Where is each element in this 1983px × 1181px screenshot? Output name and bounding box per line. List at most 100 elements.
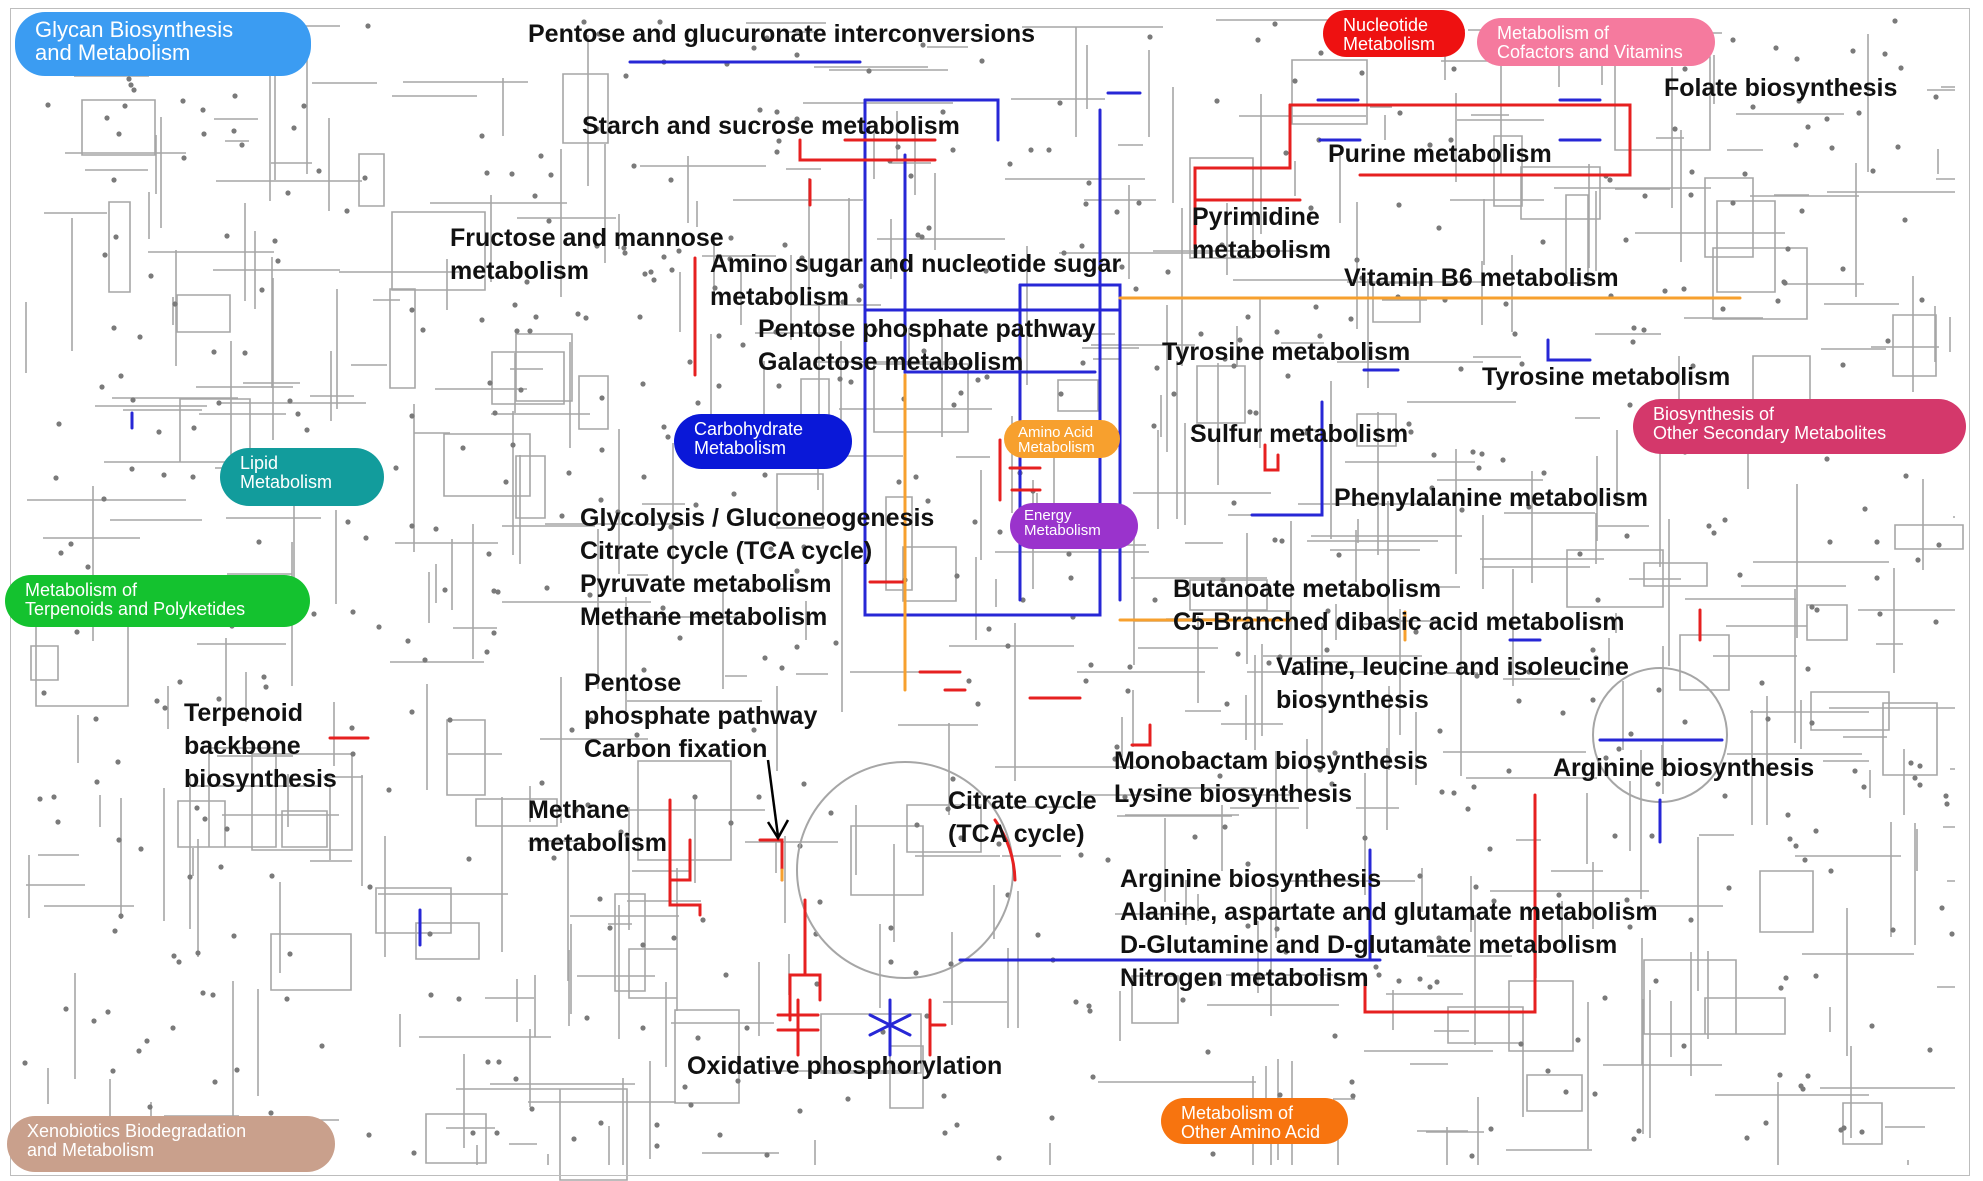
- compound-node: [623, 73, 629, 79]
- compound-node: [1171, 391, 1177, 397]
- compound-node: [487, 380, 493, 386]
- compound-node: [1616, 746, 1622, 752]
- compound-node: [1773, 45, 1779, 51]
- compound-node: [176, 959, 182, 965]
- compound-node: [624, 832, 630, 838]
- compound-node: [1488, 1126, 1494, 1132]
- compound-node: [1628, 731, 1634, 737]
- compound-node: [921, 348, 927, 354]
- compound-node: [1154, 365, 1160, 371]
- compound-node: [224, 233, 230, 239]
- compound-node: [1151, 423, 1157, 429]
- compound-node: [1049, 1115, 1055, 1121]
- compound-node: [1824, 116, 1830, 122]
- compound-node: [958, 835, 964, 841]
- compound-node: [1068, 575, 1074, 581]
- compound-node: [1035, 932, 1041, 938]
- compound-node: [1595, 597, 1601, 603]
- compound-node: [367, 884, 373, 890]
- compound-node: [1793, 142, 1799, 148]
- compound-node: [539, 780, 545, 786]
- compound-node: [1759, 680, 1765, 686]
- compound-node: [979, 58, 985, 64]
- compound-node: [1437, 728, 1443, 734]
- compound-node: [1359, 275, 1365, 281]
- compound-node: [1434, 979, 1440, 985]
- compound-node: [654, 1122, 660, 1128]
- compound-node: [1805, 666, 1811, 672]
- compound-node: [637, 314, 643, 320]
- compound-node: [1653, 978, 1659, 984]
- compound-node: [919, 234, 925, 240]
- compound-node: [1861, 784, 1867, 790]
- compound-node: [492, 410, 498, 416]
- compound-node: [1796, 98, 1802, 104]
- compound-node: [1624, 533, 1630, 539]
- compound-node: [692, 794, 698, 800]
- compound-node: [975, 701, 981, 707]
- compound-node: [657, 19, 663, 25]
- compound-node: [466, 856, 472, 862]
- compound-node: [510, 442, 516, 448]
- compound-node: [764, 1152, 770, 1158]
- compound-node: [888, 959, 894, 965]
- compound-node: [1682, 719, 1688, 725]
- compound-node: [427, 931, 433, 937]
- compound-node: [925, 498, 931, 504]
- compound-node: [1874, 539, 1880, 545]
- compound-node: [285, 190, 291, 196]
- compound-node: [1775, 298, 1781, 304]
- compound-node: [1083, 678, 1089, 684]
- compound-node: [101, 496, 107, 502]
- highlight-red: [776, 998, 820, 1057]
- compound-node: [695, 1035, 701, 1041]
- compound-node: [1877, 611, 1883, 617]
- compound-node: [231, 128, 237, 134]
- compound-node: [731, 491, 737, 497]
- compound-node: [495, 589, 501, 595]
- compound-node: [344, 208, 350, 214]
- compound-node: [1066, 551, 1072, 557]
- compound-node: [1607, 177, 1613, 183]
- compound-node: [1681, 286, 1687, 292]
- compound-node: [268, 1110, 274, 1116]
- compound-node: [621, 245, 627, 251]
- compound-node: [1136, 200, 1142, 206]
- compound-node: [1526, 669, 1532, 675]
- compound-node: [1133, 286, 1139, 292]
- arrow-to-tca: [766, 759, 790, 841]
- highlight-red: [928, 998, 947, 1057]
- compound-node: [774, 109, 780, 115]
- compound-node: [1214, 98, 1220, 104]
- compound-node: [596, 31, 602, 37]
- compound-node: [1087, 1008, 1093, 1014]
- compound-node: [136, 1048, 142, 1054]
- compound-node: [1332, 1033, 1338, 1039]
- compound-node: [587, 592, 593, 598]
- compound-node: [640, 1025, 646, 1031]
- compound-node: [1726, 885, 1732, 891]
- compound-node: [216, 400, 222, 406]
- compound-node: [1090, 1074, 1096, 1080]
- compound-node: [776, 383, 782, 389]
- compound-node: [660, 605, 666, 611]
- compound-node: [598, 497, 604, 503]
- compound-node: [951, 402, 957, 408]
- compound-node: [1631, 1136, 1637, 1142]
- compound-node: [1247, 409, 1253, 415]
- compound-node: [1451, 66, 1457, 72]
- compound-node: [972, 519, 978, 525]
- compound-node: [212, 1079, 218, 1085]
- compound-node: [551, 855, 557, 861]
- pathway-label: Butanoate metabolism C5-Branched dibasic…: [1173, 575, 1625, 636]
- compound-node: [858, 283, 864, 289]
- compound-node: [1577, 551, 1583, 557]
- compound-node: [1476, 465, 1482, 471]
- compound-node: [756, 794, 762, 800]
- compound-node: [740, 342, 746, 348]
- compound-node: [1943, 793, 1949, 799]
- compound-node: [915, 232, 921, 238]
- compound-node: [485, 1059, 491, 1065]
- compound-node: [1903, 473, 1909, 479]
- compound-node: [1602, 995, 1608, 1001]
